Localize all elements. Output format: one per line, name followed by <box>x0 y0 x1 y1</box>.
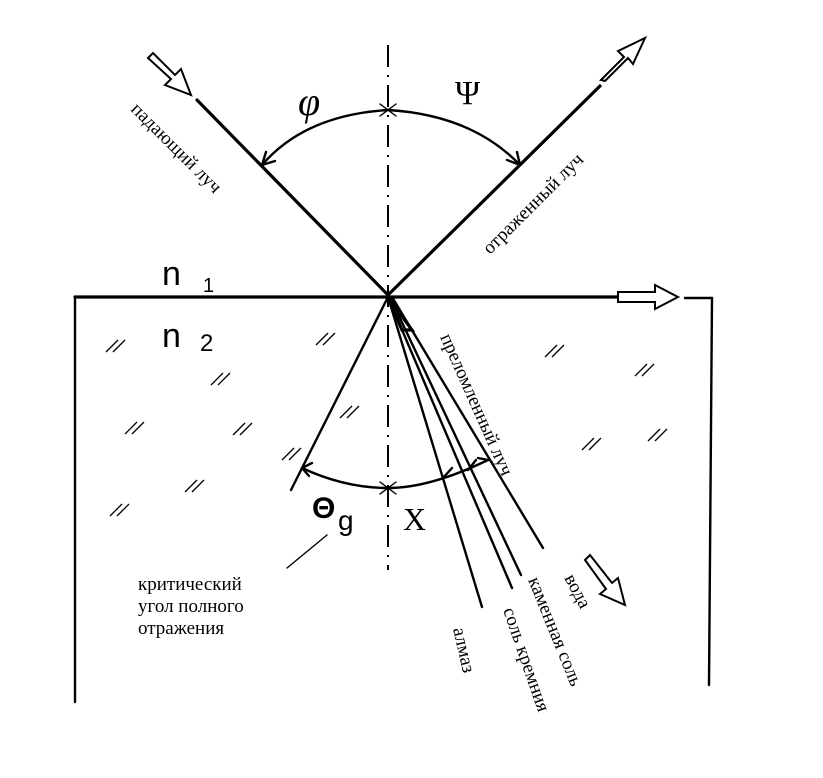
hatch-mark <box>315 332 336 346</box>
refraction-origin-wedge <box>386 296 416 332</box>
theta-g-subscript: g <box>338 505 354 536</box>
right-boundary-line <box>707 296 714 687</box>
angle-arcs-top <box>260 103 522 167</box>
top-cross-marker <box>379 103 397 117</box>
critical-note-line-2: угол полного <box>138 596 244 617</box>
refracted-ray-almaz <box>386 295 484 609</box>
psi-arc <box>386 108 522 167</box>
phi-label: φ <box>298 79 320 124</box>
critical-angle-line <box>289 295 390 492</box>
hatch-mark <box>281 447 302 461</box>
reflected-ray-line <box>386 84 602 297</box>
reflected-arrow-icon <box>599 35 648 83</box>
hatch-mark <box>634 363 655 377</box>
refracted-ray-label: преломленный луч <box>435 330 517 479</box>
critical-note-leader-line <box>286 534 328 569</box>
critical-note-line-1: критический <box>138 574 242 595</box>
hatch-mark <box>647 428 668 442</box>
chi-arc <box>386 458 490 490</box>
psi-label: Ψ <box>455 75 480 112</box>
incident-ray-line <box>195 98 390 297</box>
medium-2-hatching <box>105 332 668 517</box>
surface-ray <box>73 283 681 311</box>
medium-label-almaz: алмаз <box>448 625 479 674</box>
hatch-mark <box>339 405 360 419</box>
medium-label-voda: вода <box>560 570 596 612</box>
bottom-cross-marker <box>379 481 397 495</box>
hatch-mark <box>124 421 145 435</box>
psi-arrowhead-icon <box>505 150 522 167</box>
refracted-rays <box>386 295 545 609</box>
hatch-mark <box>109 503 130 517</box>
chi-label: X <box>403 501 426 537</box>
incident-arrow-icon <box>146 51 193 97</box>
theta-arrowhead-icon <box>300 461 314 478</box>
refracted-ray-voda <box>390 295 545 550</box>
angle-arcs-bottom <box>300 456 490 495</box>
n1-subscript: 1 <box>203 275 214 297</box>
refracted-ray-kamennaya-sol <box>388 295 523 577</box>
refracted-ray-sol-kremniya <box>386 295 514 590</box>
reflected-ray <box>386 35 648 297</box>
hatch-mark <box>544 344 565 358</box>
medium-2-boundary <box>73 295 714 704</box>
critical-note-line-3: отражения <box>138 618 224 639</box>
n1-label: n <box>162 255 181 293</box>
hatch-mark <box>581 437 602 451</box>
reflected-ray-label: отраженный луч <box>479 149 589 259</box>
hatch-mark <box>210 372 231 386</box>
phi-arc <box>260 108 390 167</box>
phi-arrowhead-icon <box>260 150 277 167</box>
chi-arrowheads-icon <box>441 456 490 480</box>
n2-label: n <box>162 317 181 355</box>
incident-ray <box>146 51 390 297</box>
refracted-direction-arrow-icon <box>583 553 627 607</box>
hatch-mark <box>184 479 205 493</box>
theta-arc <box>300 466 390 490</box>
hatch-mark <box>232 422 253 436</box>
hatch-mark <box>105 339 126 353</box>
n2-subscript: 2 <box>200 330 213 357</box>
surface-arrow-icon <box>617 283 681 311</box>
theta-g-label: Θ <box>312 492 335 525</box>
